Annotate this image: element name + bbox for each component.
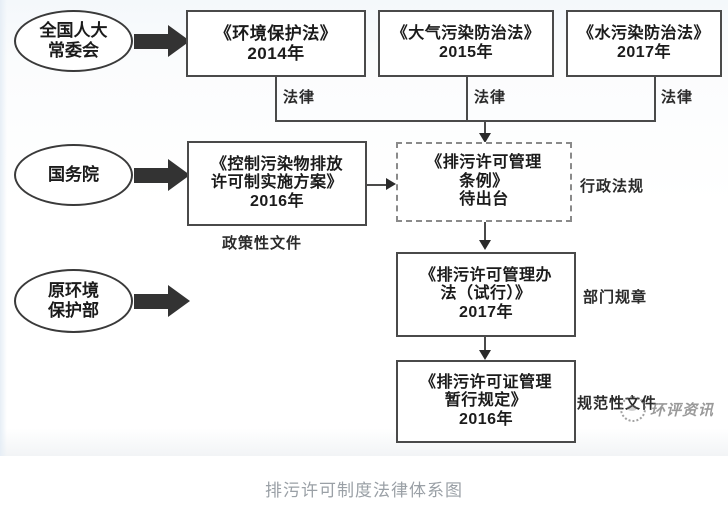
- block-arrow-npc: [134, 25, 192, 57]
- block-arrow-mep: [134, 285, 192, 317]
- block-arrow-mep-head: [168, 285, 190, 317]
- watermark-huanping-zixun: 环评资讯: [620, 396, 714, 422]
- actor-mep-line-2: 保护部: [48, 301, 99, 320]
- permit-regulation-line-1: 《排污许可管理: [426, 154, 542, 172]
- permit-measures-line-1: 《排污许可管理办: [419, 266, 552, 284]
- permit-measures-line-2: 法（试行）》: [440, 285, 532, 303]
- connector-law2-down: [466, 77, 468, 121]
- arrowhead-regulation-to-measures: [479, 240, 491, 250]
- node-law-air-pollution: 《大气污染防治法》 2015年: [378, 10, 554, 77]
- law-air-pollution-title: 《大气污染防治法》: [391, 24, 541, 42]
- actor-state-council: 国务院: [14, 144, 133, 206]
- arrowhead-bus-to-regulation: [479, 133, 491, 143]
- watermark-text: 环评资讯: [650, 400, 715, 419]
- block-arrow-npc-shaft: [134, 34, 170, 49]
- figure-caption-text: 排污许可制度法律体系图: [265, 480, 463, 500]
- watermark-logo-icon: [620, 396, 646, 422]
- connector-bus-to-regulation: [484, 120, 486, 139]
- actor-npc-standing-committee: 全国人大 常委会: [14, 10, 133, 72]
- law-water-pollution-title: 《水污染防治法》: [577, 24, 710, 42]
- actor-state-council-line-1: 国务院: [48, 164, 99, 184]
- law-env-protection-title: 《环境保护法》: [214, 23, 338, 43]
- node-law-env-protection: 《环境保护法》 2014年: [186, 10, 366, 77]
- block-arrow-state-council-head: [168, 159, 190, 191]
- connector-law-bus: [275, 120, 656, 122]
- policy-plan-line-2: 许可制实施方案》: [210, 174, 343, 192]
- connector-law3-down: [654, 77, 656, 121]
- permit-regulation-line-2: 条例》: [459, 172, 509, 190]
- law-env-protection-year: 2014年: [247, 43, 305, 63]
- permit-provisions-line-2: 暂行规定》: [444, 392, 528, 410]
- figure-caption: 排污许可制度法律体系图: [0, 456, 728, 520]
- edge-label-tier-department-rule: 部门规章: [583, 288, 648, 306]
- permit-provisions-line-3: 2016年: [458, 410, 514, 428]
- edge-label-tier-policy-document: 政策性文件: [222, 234, 303, 252]
- edge-label-tier-administrative-regulation: 行政法规: [580, 177, 645, 195]
- edge-label-tier-law-1: 法律: [283, 88, 316, 106]
- connector-law1-down: [275, 77, 277, 121]
- arrowhead-measures-to-provisions: [479, 350, 491, 360]
- connector-regulation-to-measures: [484, 222, 486, 242]
- arrowhead-policy-to-regulation: [386, 178, 396, 190]
- actor-npc-line-1: 全国人大: [39, 20, 108, 40]
- actor-npc-line-2: 常委会: [48, 41, 99, 60]
- block-arrow-npc-head: [168, 25, 190, 57]
- block-arrow-state-council-shaft: [134, 168, 170, 183]
- connector-policy-to-regulation: [367, 184, 389, 186]
- node-law-water-pollution: 《水污染防治法》 2017年: [566, 10, 722, 77]
- node-permit-regulation: 《排污许可管理 条例》 待出台: [396, 142, 572, 222]
- policy-plan-line-3: 2016年: [249, 192, 305, 210]
- permit-regulation-line-3: 待出台: [459, 191, 509, 209]
- actor-ministry-environmental-protection: 原环境 保护部: [14, 269, 133, 333]
- policy-plan-line-1: 《控制污染物排放: [210, 155, 343, 173]
- permit-measures-line-3: 2017年: [458, 303, 514, 321]
- node-policy-implementation-plan: 《控制污染物排放 许可制实施方案》 2016年: [187, 141, 367, 226]
- node-permit-interim-provisions: 《排污许可证管理 暂行规定》 2016年: [396, 360, 576, 443]
- edge-label-tier-law-2: 法律: [474, 88, 507, 106]
- edge-label-tier-law-3: 法律: [661, 88, 694, 106]
- block-arrow-mep-shaft: [134, 294, 170, 309]
- connector-measures-to-provisions: [484, 337, 486, 352]
- law-water-pollution-year: 2017年: [616, 43, 672, 61]
- figure-canvas: 全国人大 常委会 国务院 原环境 保护部 《环境保护法》 2014年: [0, 0, 728, 456]
- block-arrow-state-council: [134, 159, 192, 191]
- node-permit-management-measures: 《排污许可管理办 法（试行）》 2017年: [396, 252, 576, 337]
- permit-provisions-line-1: 《排污许可证管理: [419, 373, 552, 391]
- actor-mep-line-1: 原环境: [48, 280, 99, 300]
- law-air-pollution-year: 2015年: [438, 43, 494, 61]
